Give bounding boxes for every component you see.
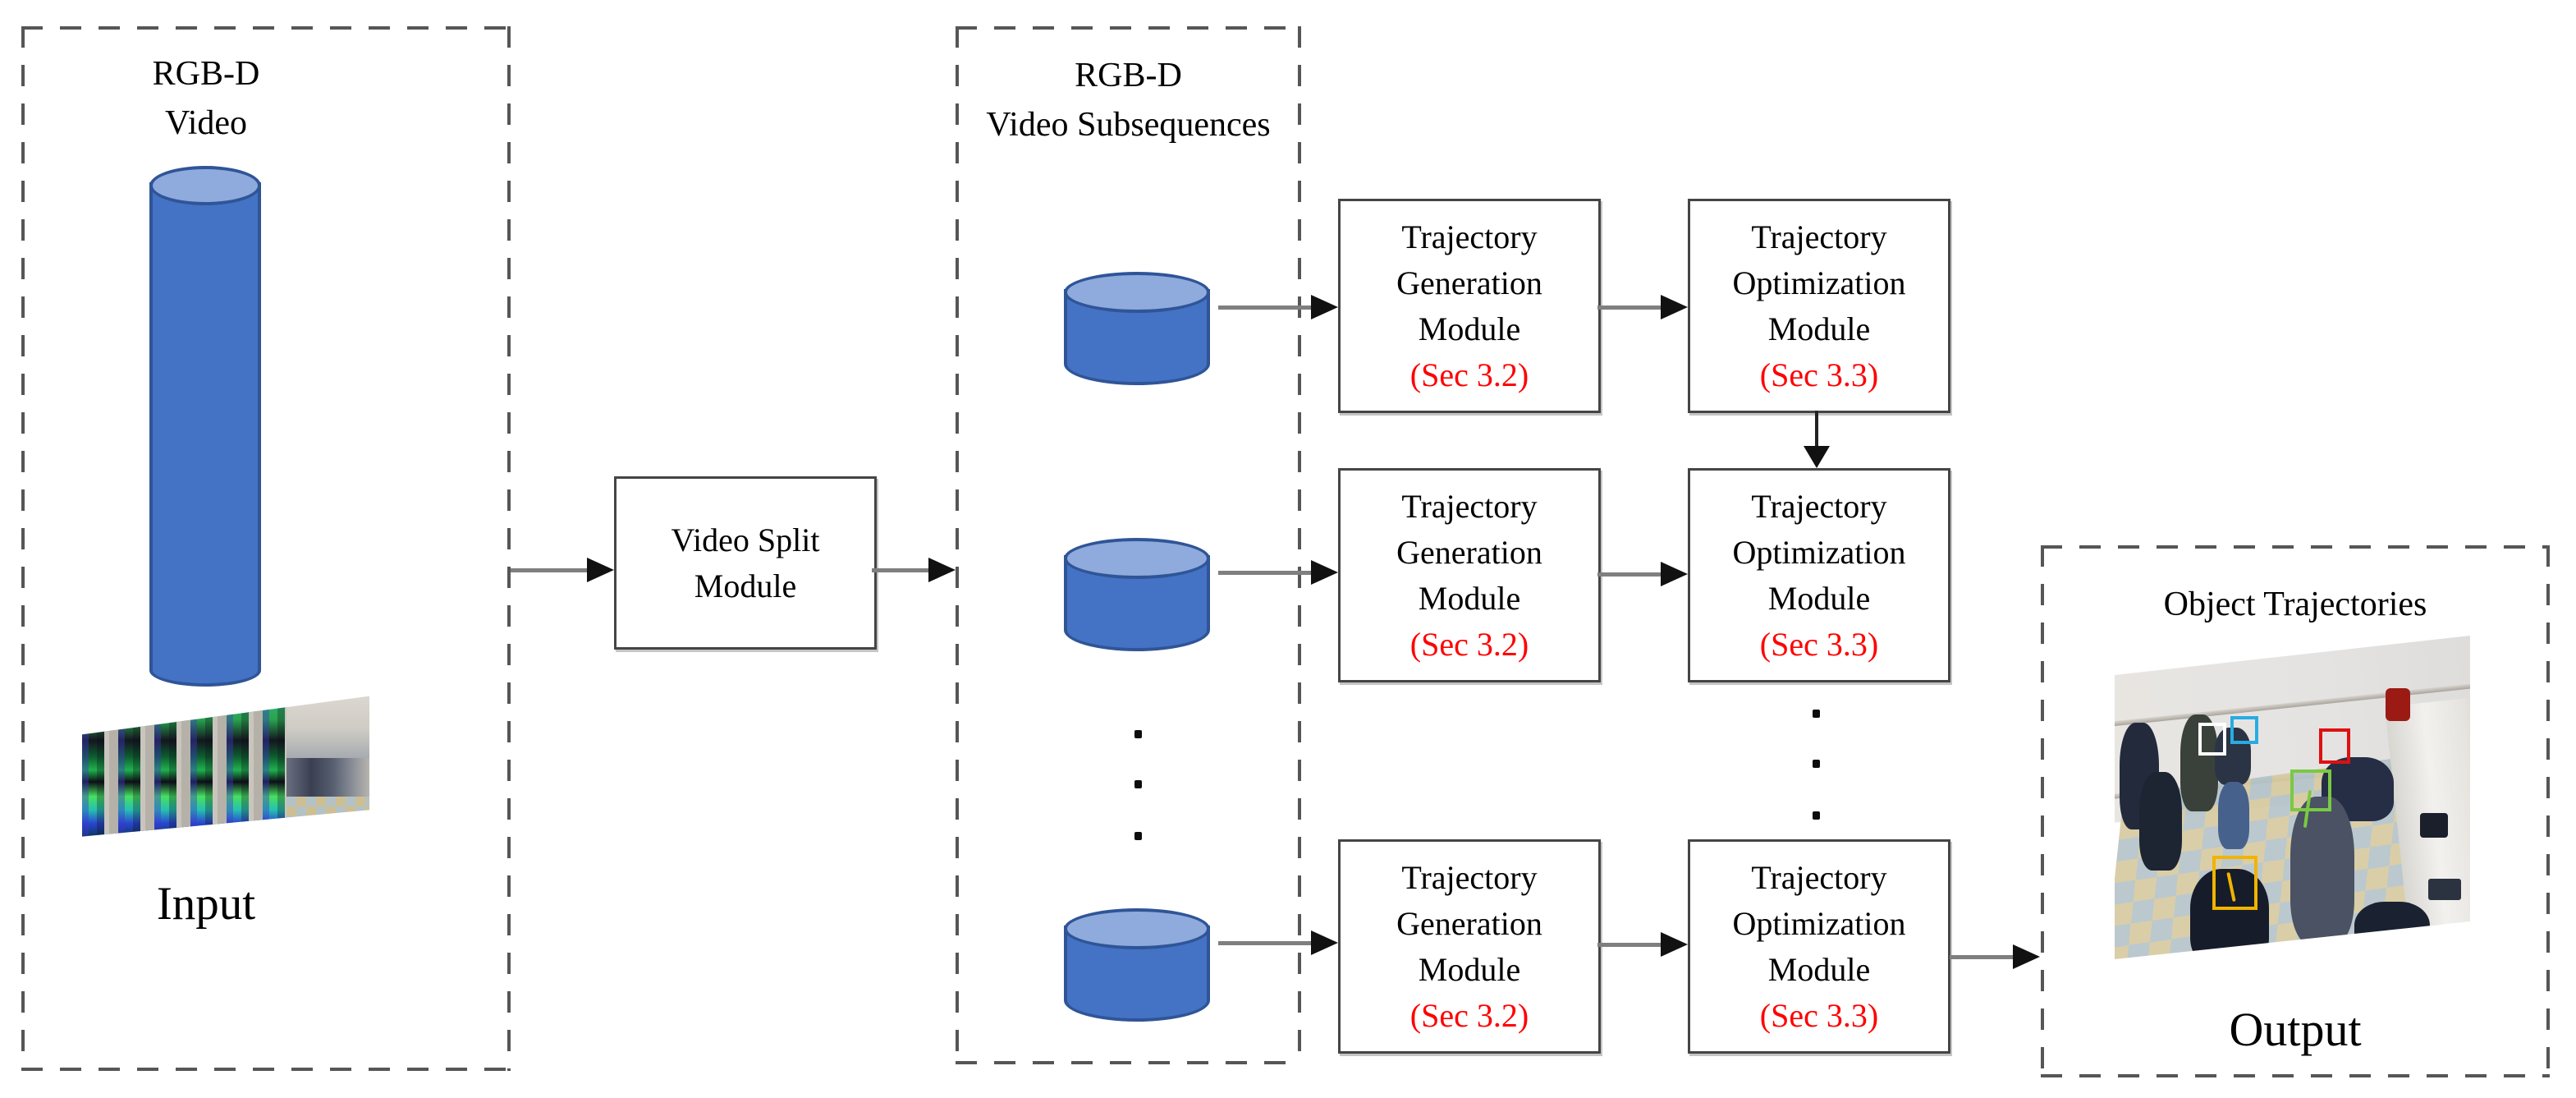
subsequences-panel-title: RGB-D Video Subsequences <box>956 51 1301 149</box>
video-split-line2: Module <box>694 567 797 604</box>
input-panel-title: RGB-D Video <box>21 49 391 148</box>
section-ref-3-3: (Sec 3.3) <box>1759 625 1879 663</box>
rgbd-video-cylinder <box>149 166 261 687</box>
tracking-box-white <box>2198 723 2226 756</box>
trajectory-optimization-module-3: Trajectory Optimization Module (Sec 3.3) <box>1688 839 1950 1054</box>
output-panel-title: Object Trajectories <box>2163 586 2427 623</box>
input-title-line2: Video <box>164 104 248 142</box>
arrowhead-icon <box>1804 446 1830 468</box>
laptop-shape <box>2428 879 2461 900</box>
tracking-result-photo <box>2115 636 2470 959</box>
person-figure <box>2290 797 2354 944</box>
trajectory-optimization-module-2: Trajectory Optimization Module (Sec 3.3) <box>1688 468 1950 682</box>
arrow-optimization3-to-output <box>1950 944 2040 969</box>
cylinder-cap <box>149 166 261 205</box>
section-ref-3-2: (Sec 3.2) <box>1409 625 1529 663</box>
vertical-ellipsis-icon <box>1134 730 1142 840</box>
tracking-box-red <box>2319 728 2350 764</box>
video-frames-stack <box>82 696 369 837</box>
arrowhead-icon <box>1661 295 1688 319</box>
input-panel: RGB-D Video Input <box>21 26 511 1071</box>
arrowhead-icon <box>1311 930 1338 955</box>
arrow-subseq1-to-generation1 <box>1218 295 1338 319</box>
vertical-ellipsis-icon <box>1813 710 1820 820</box>
trajectory-generation-module-2: Trajectory Generation Module (Sec 3.2) <box>1338 468 1601 682</box>
arrowhead-icon <box>1661 562 1688 586</box>
subsequence-cylinder-1 <box>1064 272 1210 385</box>
arrow-subseq2-to-generation2 <box>1218 560 1338 585</box>
tracking-box-cyan <box>2230 716 2258 744</box>
subsequences-panel: RGB-D Video Subsequences <box>956 26 1301 1064</box>
trajectory-optimization-module-1: Trajectory Optimization Module (Sec 3.3) <box>1688 199 1950 413</box>
trajectory-generation-module-1: Trajectory Generation Module (Sec 3.2) <box>1338 199 1601 413</box>
arrow-optimization1-to-optimization2 <box>1804 411 1830 468</box>
section-ref-3-2: (Sec 3.2) <box>1409 356 1529 393</box>
subsequences-title-line2: Video Subsequences <box>986 106 1271 144</box>
output-caption: Output <box>2229 1003 2362 1056</box>
arrowhead-icon <box>928 558 956 582</box>
arrowhead-icon <box>1311 560 1338 585</box>
arrow-generation1-to-optimization1 <box>1597 295 1688 319</box>
video-split-line1: Video Split <box>671 521 820 558</box>
subsequence-cylinder-3 <box>1064 908 1210 1022</box>
section-ref-3-3: (Sec 3.3) <box>1759 356 1879 393</box>
cylinder-body <box>149 182 261 687</box>
arrow-input-to-split <box>511 558 614 582</box>
tracking-box-green <box>2290 770 2331 811</box>
arrow-split-to-subsequences <box>872 558 956 582</box>
arrow-generation2-to-optimization2 <box>1597 562 1688 586</box>
person-figure <box>2139 772 2182 871</box>
subsequence-cylinder-2 <box>1064 538 1210 651</box>
section-ref-3-2: (Sec 3.2) <box>1409 996 1529 1034</box>
depth-frames <box>82 696 286 837</box>
input-caption: Input <box>156 878 256 930</box>
input-title-line1: RGB-D <box>152 55 260 93</box>
person-figure <box>2354 902 2430 959</box>
output-panel: Object Trajectories <box>2041 545 2550 1077</box>
arrowhead-icon <box>1311 295 1338 319</box>
monitor-shape <box>2420 813 2448 838</box>
rgb-frame <box>286 696 369 837</box>
red-bag-shape <box>2386 688 2410 721</box>
arrowhead-icon <box>2013 944 2040 969</box>
section-ref-3-3: (Sec 3.3) <box>1759 996 1879 1034</box>
tracking-box-orange <box>2212 856 2257 910</box>
arrowhead-icon <box>587 558 614 582</box>
arrowhead-icon <box>1661 932 1688 957</box>
subsequences-title-line1: RGB-D <box>1075 57 1182 94</box>
video-split-module: Video Split Module <box>614 476 877 650</box>
trajectory-generation-module-3: Trajectory Generation Module (Sec 3.2) <box>1338 839 1601 1054</box>
arrow-subseq3-to-generation3 <box>1218 930 1338 955</box>
person-figure <box>2218 782 2249 849</box>
arrow-generation3-to-optimization3 <box>1597 932 1688 957</box>
